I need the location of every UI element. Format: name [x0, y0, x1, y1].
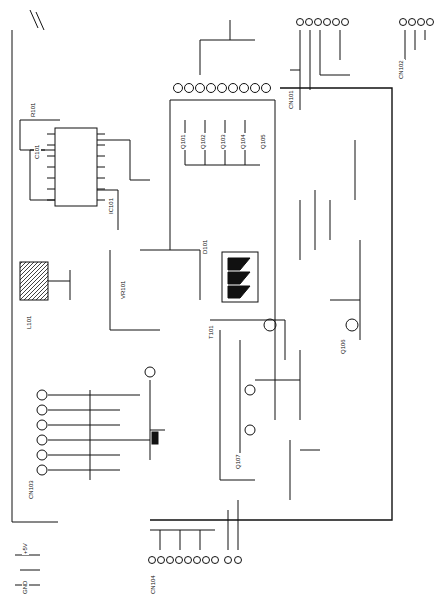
part-label: CN102	[398, 59, 405, 80]
connector-pin	[185, 557, 192, 564]
connector-pin	[418, 19, 425, 26]
connector-pin	[400, 19, 407, 26]
connector-pin	[409, 19, 416, 26]
connector-pin	[212, 557, 219, 564]
part-label: CN104	[150, 574, 157, 595]
transistor-symbol	[174, 84, 183, 93]
connector-pin	[37, 420, 47, 430]
transistor-symbol	[240, 84, 249, 93]
part-label: Q104	[240, 133, 247, 150]
connector-pin	[297, 19, 304, 26]
part-label: R101	[30, 102, 37, 118]
connector-pin	[37, 390, 47, 400]
connector-pin	[37, 405, 47, 415]
connector-pin	[315, 19, 322, 26]
connector-pins	[149, 557, 242, 564]
ic-pin	[97, 200, 105, 201]
frame-wire	[12, 30, 58, 522]
connector-pin	[149, 557, 156, 564]
transistor-symbol	[245, 385, 255, 395]
part-label: CN103	[28, 479, 35, 500]
connector-pin	[342, 19, 349, 26]
part-label: L101	[26, 315, 33, 330]
connector-pin	[158, 557, 165, 564]
transistor-symbol	[346, 319, 358, 331]
ic-pin	[97, 156, 105, 157]
transistor-symbol	[229, 84, 238, 93]
ic-pin	[97, 178, 105, 179]
connector-pin	[427, 19, 434, 26]
ic-pin	[47, 189, 55, 190]
wire	[300, 140, 360, 300]
connector-pin	[225, 557, 232, 564]
connector-pin	[37, 465, 47, 475]
part-label: Q101	[180, 133, 187, 150]
ic-pin	[47, 134, 55, 135]
transistor-symbol	[245, 425, 255, 435]
part-label: Q103	[220, 133, 227, 150]
transistor-symbol	[145, 367, 155, 377]
connector-pin	[333, 19, 340, 26]
filter-block	[20, 262, 48, 300]
module-outline	[222, 252, 258, 302]
connector-pin	[194, 557, 201, 564]
connector-pin	[176, 557, 183, 564]
wire	[185, 120, 260, 165]
connector-pin	[37, 435, 47, 445]
wire	[150, 380, 320, 500]
transistor-symbol	[185, 84, 194, 93]
frame-wire	[150, 88, 392, 520]
part-label: Q107	[235, 453, 242, 470]
wire	[48, 250, 200, 330]
capacitor-symbol	[152, 432, 158, 444]
ic-pin	[47, 178, 55, 179]
ic-pin	[47, 167, 55, 168]
part-label: CN101	[288, 89, 295, 110]
part-label: C101	[34, 144, 41, 160]
ic-body	[55, 128, 97, 206]
part-label: Q105	[260, 133, 267, 150]
wire	[170, 20, 275, 420]
ic-pin	[47, 145, 55, 146]
wire	[290, 30, 350, 110]
transistor-symbol	[251, 84, 260, 93]
connector-pins	[37, 390, 47, 475]
diode-block	[228, 258, 250, 298]
ic-pin	[97, 134, 105, 135]
part-label: Q106	[340, 338, 347, 355]
part-label: GND	[22, 580, 29, 595]
wire	[405, 30, 425, 60]
transistor-symbol	[196, 84, 205, 93]
transistor-symbol	[218, 84, 227, 93]
wire	[48, 390, 150, 480]
connector-pins	[297, 19, 434, 26]
transistor-symbol	[262, 84, 271, 93]
connector-pin	[167, 557, 174, 564]
part-label: Q102	[200, 133, 207, 150]
part-label: T101	[208, 324, 215, 340]
transistor-symbol	[264, 319, 276, 331]
connector-pin	[324, 19, 331, 26]
part-label: IC101	[108, 197, 115, 215]
ic-pin	[97, 189, 105, 190]
ic-pins	[47, 134, 105, 200]
terminal-mark	[30, 10, 44, 30]
part-label: D101	[202, 239, 209, 255]
connector-pin	[235, 557, 242, 564]
wire	[30, 140, 150, 230]
wire	[210, 300, 360, 480]
transistor-symbol	[207, 84, 216, 93]
ic-pin	[97, 167, 105, 168]
part-label: +5V	[22, 542, 29, 555]
connector-pin	[306, 19, 313, 26]
ic-pin	[47, 156, 55, 157]
connector-pin	[37, 450, 47, 460]
part-label: VR101	[120, 280, 127, 300]
transistor-row	[174, 84, 271, 93]
wire	[150, 500, 238, 550]
ic-pin	[97, 145, 105, 146]
connector-pin	[203, 557, 210, 564]
